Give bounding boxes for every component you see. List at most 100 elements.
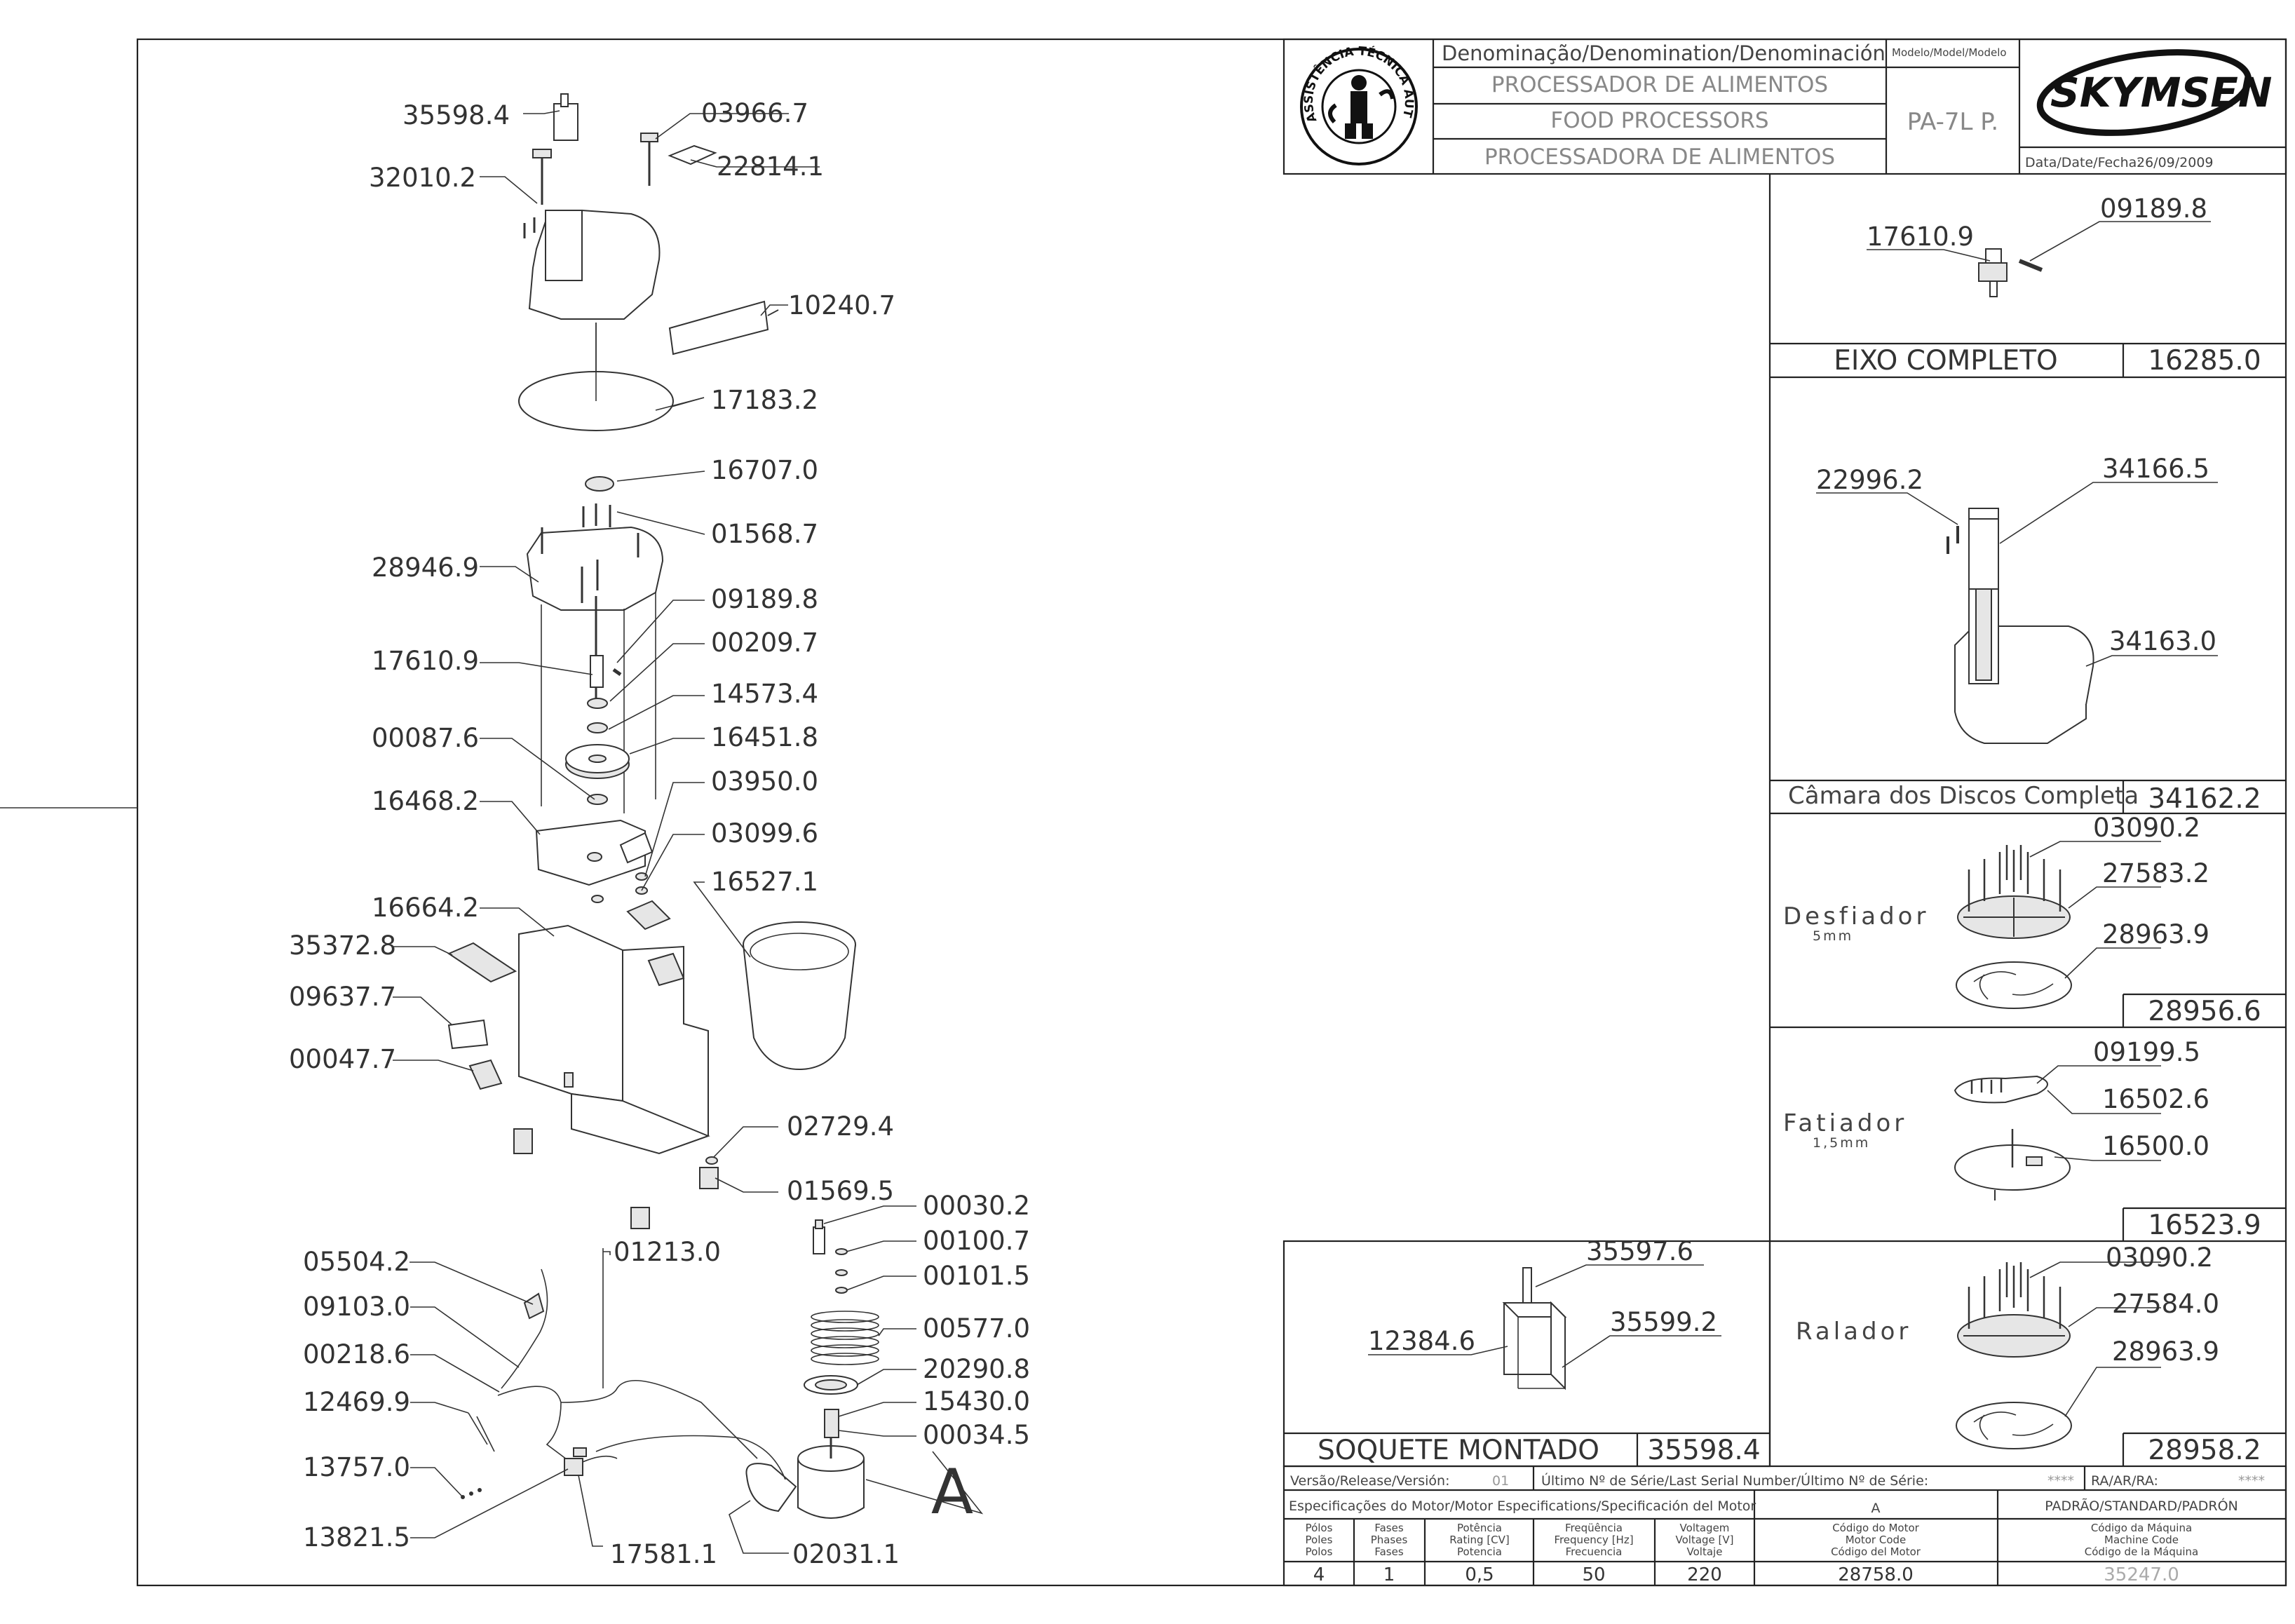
- column-headers: PólosPolesPolosFasesPhasesFasesPotênciaR…: [1306, 1522, 2199, 1558]
- name-pt: PROCESSADOR DE ALIMENTOS: [1491, 72, 1828, 97]
- part-label: 00100.7: [923, 1226, 1030, 1256]
- part-label: 03099.6: [711, 818, 818, 848]
- column-header-line: Código del Motor: [1831, 1545, 1921, 1558]
- fatiador-part-2: 16502.6: [2102, 1084, 2209, 1114]
- column-header-line: Phases: [1371, 1534, 1408, 1546]
- desfiador-part-2: 27583.2: [2102, 858, 2209, 888]
- part-label: 16664.2: [372, 893, 479, 923]
- ralador-part-2: 27584.0: [2112, 1289, 2219, 1319]
- ralador-panel: 03090.2 27584.0 28963.9 Ralador 28958.2: [1796, 1243, 2261, 1466]
- part-label: 00209.7: [711, 628, 818, 658]
- part-label: 00101.5: [923, 1261, 1030, 1291]
- serial-value: ****: [2047, 1473, 2074, 1489]
- part-label: 17183.2: [711, 385, 818, 415]
- column-value: 4: [1313, 1564, 1325, 1585]
- version-value: 01: [1492, 1473, 1509, 1489]
- column-header-line: Voltaje: [1687, 1545, 1723, 1558]
- part-label: 00087.6: [372, 723, 479, 753]
- version-label: Versão/Release/Versión:: [1290, 1473, 1450, 1489]
- standard-label: PADRÃO/STANDARD/PADRÓN: [2045, 1497, 2238, 1514]
- column-value: 35247.0: [2104, 1564, 2179, 1585]
- part-label: 35372.8: [289, 931, 396, 961]
- column-header-line: Polos: [1306, 1545, 1333, 1558]
- eixo-part-1: 17610.9: [1867, 222, 1974, 252]
- column-header-line: Voltage [V]: [1676, 1534, 1734, 1546]
- fatiador-size: 1,5mm: [1813, 1135, 1870, 1151]
- leader-lines: [393, 110, 984, 1554]
- column-header-line: Frequency [Hz]: [1554, 1534, 1633, 1546]
- camara-title: Câmara dos Discos Completa: [1788, 782, 2139, 810]
- column-header-line: Código do Motor: [1832, 1522, 1919, 1534]
- column-header-line: Código da Máquina: [2091, 1522, 2192, 1534]
- part-label: 09103.0: [303, 1292, 410, 1322]
- column-value: 28758.0: [1838, 1564, 1914, 1585]
- brand-logo: SKYMSEN: [2036, 49, 2272, 136]
- part-label: 16707.0: [711, 455, 818, 485]
- title-block: Denominação/Denomination/Denominación Mo…: [0, 0, 2287, 175]
- column-value: 1: [1383, 1564, 1395, 1585]
- camara-panel: 22996.2 34166.5 34163.0 Câmara dos Disco…: [1788, 454, 2261, 815]
- desfiador-size: 5mm: [1813, 928, 1853, 944]
- part-label: 32010.2: [369, 163, 476, 193]
- name-es: PROCESSADORA DE ALIMENTOS: [1484, 144, 1835, 170]
- part-label: 12469.9: [303, 1387, 410, 1417]
- model-value: PA-7L P.: [1907, 108, 1999, 136]
- column-value: 220: [1687, 1564, 1722, 1585]
- column-header-line: Voltagem: [1680, 1522, 1730, 1534]
- soquete-part-1: 35597.6: [1586, 1236, 1693, 1266]
- ralador-part-3: 28963.9: [2112, 1337, 2219, 1367]
- part-label: 20290.8: [923, 1354, 1030, 1384]
- date-value: 26/09/2009: [2137, 155, 2214, 170]
- main-exploded-view: 35598.4 03966.7 32010.2 22814.1 10240.7 17183…: [289, 93, 1030, 1569]
- soquete-code: 35598.4: [1647, 1435, 1760, 1466]
- fatiador-code: 16523.9: [2148, 1210, 2261, 1241]
- serial-label: Último Nº de Série/Last Serial Number/Úl…: [1541, 1472, 1928, 1489]
- date-label: Data/Date/Fecha:: [2025, 155, 2141, 170]
- column-value: 0,5: [1465, 1564, 1494, 1585]
- column-header-line: Rating [CV]: [1449, 1534, 1510, 1546]
- ra-value: ****: [2238, 1473, 2265, 1489]
- part-label: 02729.4: [787, 1111, 894, 1142]
- fatiador-part-3: 16500.0: [2102, 1131, 2209, 1161]
- part-label: 13757.0: [303, 1452, 410, 1482]
- column-header-line: Fases: [1374, 1522, 1403, 1534]
- part-label: 35598.4: [402, 100, 510, 130]
- main-part-labels: 35598.4 03966.7 32010.2 22814.1 10240.7 17183…: [289, 98, 1030, 1569]
- column-value: 50: [1582, 1564, 1605, 1585]
- column-header-line: Código de la Máquina: [2085, 1545, 2198, 1558]
- fatiador-part-1: 09199.5: [2093, 1037, 2200, 1067]
- camara-part-3: 34163.0: [2109, 626, 2216, 656]
- eixo-completo-panel: 17610.9 09189.8 EIXO COMPLETO 16285.0: [1834, 194, 2261, 377]
- part-label: 09189.8: [711, 584, 818, 614]
- soquete-part-2: 12384.6: [1368, 1326, 1475, 1356]
- motor-spec-label: Especificações do Motor/Motor Especifica…: [1289, 1498, 1756, 1514]
- part-label: 16468.2: [372, 786, 479, 816]
- part-label: 01568.7: [711, 519, 818, 549]
- camara-part-1: 22996.2: [1816, 465, 1923, 495]
- sheet-border: [136, 38, 2287, 1587]
- part-label: 17581.1: [610, 1539, 717, 1569]
- part-label: 17610.9: [372, 646, 479, 676]
- brand-name: SKYMSEN: [2050, 69, 2272, 116]
- column-header-line: Freqüência: [1565, 1522, 1623, 1534]
- ralador-name: Ralador: [1796, 1318, 1911, 1346]
- desfiador-part-1: 03090.2: [2093, 813, 2200, 843]
- eixo-code: 16285.0: [2148, 345, 2261, 377]
- name-en: FOOD PROCESSORS: [1550, 108, 1768, 133]
- denomination-label: Denominação/Denomination/Denominación: [1442, 41, 1886, 65]
- part-label: 10240.7: [788, 290, 895, 320]
- column-header-line: Pólos: [1306, 1522, 1333, 1534]
- part-label: 00030.2: [923, 1191, 1030, 1221]
- part-label: 00218.6: [303, 1339, 410, 1369]
- part-label: 03966.7: [701, 98, 808, 128]
- desfiador-name: Desfiador: [1783, 902, 1929, 931]
- part-label: A: [931, 1456, 973, 1528]
- soquete-panel: 35597.6 12384.6 35599.2 SOQUETE MONTADO …: [1282, 1236, 1771, 1468]
- desfiador-panel: 03090.2 27583.2 28963.9 Desfiador 5mm 28…: [1783, 813, 2261, 1027]
- part-label: 05504.2: [303, 1247, 410, 1277]
- desfiador-part-3: 28963.9: [2102, 919, 2209, 949]
- fatiador-panel: 09199.5 16502.6 16500.0 Fatiador 1,5mm 1…: [1783, 1037, 2261, 1241]
- column-header-line: Poles: [1306, 1534, 1333, 1546]
- part-label: 22814.1: [717, 151, 824, 182]
- right-panels: 17610.9 09189.8 EIXO COMPLETO 16285.0 22…: [1282, 174, 2286, 1468]
